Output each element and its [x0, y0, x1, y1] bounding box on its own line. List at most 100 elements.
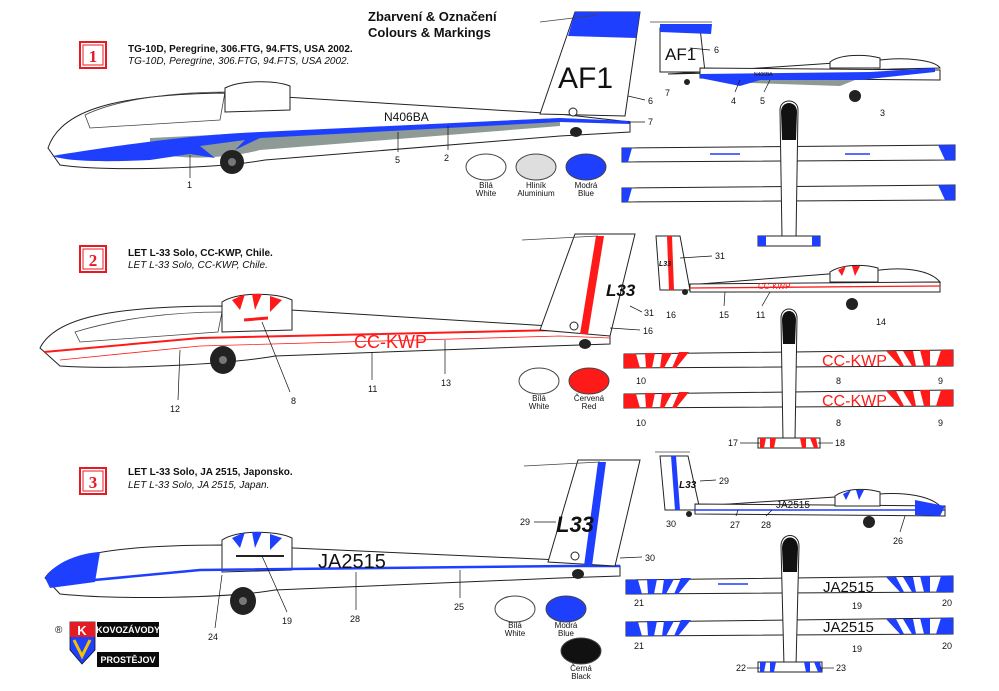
callout: 15 [719, 310, 729, 320]
scheme-number: 3 [89, 473, 98, 492]
fuselage-registration-small: CC-KWP [758, 282, 790, 291]
colour-swatches: Bílá White Červená Red [518, 367, 610, 411]
swatch-label-cz: Hliník [526, 181, 547, 190]
registered-mark: ® [55, 625, 63, 636]
glider-small-side-view: AF1 N406BA [650, 21, 941, 102]
callout: 25 [454, 602, 464, 612]
fuselage-registration: JA2515 [318, 551, 386, 573]
callout: 28 [350, 614, 360, 624]
scheme-number-badge: 3 [79, 467, 107, 495]
callout: 5 [395, 155, 400, 165]
callout: 22 [736, 663, 746, 673]
callout: 10 [636, 376, 646, 386]
swatch-label-cz: Bílá [508, 621, 522, 630]
title-czech: Zbarvení & Označení [368, 9, 497, 24]
colour-swatches: Bílá White Hliník Aluminium Modrá Blue [465, 153, 607, 198]
callout: 8 [836, 376, 841, 386]
callout: 13 [441, 378, 451, 388]
glider-side-view: AF1 N406BA [47, 11, 641, 174]
callout: 3 [880, 108, 885, 118]
fuselage-registration: CC-KWP [354, 332, 427, 352]
swatch-label-en: Red [582, 402, 597, 411]
callout: 9 [938, 418, 943, 428]
callout: 8 [836, 418, 841, 428]
fuselage-registration-small: JA2515 [776, 500, 810, 511]
swatch-label-cz: Bílá [532, 394, 546, 403]
swatch-label-en: White [529, 402, 550, 411]
glider-small-side-view: L33 JA2515 [655, 451, 946, 528]
callout: 31 [644, 308, 654, 318]
callout: 16 [666, 310, 676, 320]
callout: 14 [876, 317, 886, 327]
callout: 11 [756, 310, 765, 320]
swatch-label-cz: Černá [570, 664, 592, 673]
scheme-number: 1 [89, 47, 98, 66]
scheme-2: 2 LET L-33 Solo, CC-KWP, Chile. LET L-33… [39, 233, 954, 449]
callout: 2 [444, 153, 449, 163]
callout: 12 [170, 404, 180, 414]
glider-side-view: L33 JA2515 [44, 459, 641, 615]
callout: 9 [938, 376, 943, 386]
callout: 10 [636, 418, 646, 428]
wing-registration: JA2515 [823, 619, 874, 636]
fuselage-registration-small: N406BA [754, 72, 773, 78]
tail-code: AF1 [558, 62, 613, 95]
scheme-3: 3 LET L-33 Solo, JA 2515, Japonsko. LET … [44, 451, 954, 681]
callout: 17 [728, 438, 738, 448]
callout: 18 [835, 438, 845, 448]
wing-registration: CC-KWP [822, 393, 887, 410]
blue-stripe [52, 118, 630, 162]
tail-wheel [570, 127, 582, 137]
swatch-label-cz: Červená [574, 394, 605, 403]
scheme-number-badge: 2 [79, 245, 107, 273]
scheme-subtitle: LET L-33 Solo, JA 2515, Japan. [128, 480, 269, 491]
callout: 21 [634, 641, 644, 651]
swatch-label-en: Blue [578, 189, 595, 198]
tail-code-small: L33 [659, 261, 671, 268]
callout: 8 [291, 396, 296, 406]
tail-code-small: L33 [679, 480, 697, 491]
scheme-title: TG-10D, Peregrine, 306.FTG, 94.FTS, USA … [128, 44, 353, 55]
swatch-label-cz: Modrá [555, 621, 578, 630]
callout: 23 [836, 663, 846, 673]
callout: 30 [666, 519, 676, 529]
glider-plan-view: JA2515 JA2515 [625, 535, 954, 673]
callout: 24 [208, 632, 218, 642]
callout: 4 [731, 96, 736, 106]
grey-panel [150, 118, 560, 158]
swatch-label-en: Blue [558, 629, 575, 638]
swatch-label-cz: Bílá [479, 181, 493, 190]
scheme-title: LET L-33 Solo, JA 2515, Japonsko. [128, 467, 293, 478]
swatch-label-cz: Modrá [575, 181, 598, 190]
scheme-subtitle: TG-10D, Peregrine, 306.FTG, 94.FTS, USA … [128, 56, 349, 67]
swatch-label-en: White [476, 189, 497, 198]
callout: 19 [852, 601, 862, 611]
swatch-label-en: White [505, 629, 526, 638]
logo-letter: K [77, 623, 87, 638]
callout: 27 [730, 520, 740, 530]
logo-line2: PROSTĚJOV [100, 654, 155, 665]
callout: 19 [282, 616, 292, 626]
callout: 20 [942, 641, 952, 651]
scheme-number: 2 [89, 251, 98, 270]
glider-side-view: L33 CC-KWP [39, 233, 636, 374]
callout: 29 [719, 476, 729, 486]
callout: 7 [648, 117, 653, 127]
fuselage-registration: N406BA [384, 110, 429, 124]
callout: 26 [893, 536, 903, 546]
title-english: Colours & Markings [368, 25, 491, 40]
callout: 21 [634, 598, 644, 608]
blue-tail-tip [568, 12, 640, 38]
colour-swatches: Bílá White Modrá Blue Černá Black [494, 595, 602, 681]
swatch-label-en: Black [571, 672, 592, 681]
wing-registration: JA2515 [823, 579, 874, 596]
scheme-1: 1 TG-10D, Peregrine, 306.FTG, 94.FTS, US… [47, 11, 956, 247]
tail-code: L33 [556, 512, 594, 537]
scheme-title: LET L-33 Solo, CC-KWP, Chile. [128, 248, 273, 259]
callout: 29 [520, 517, 530, 527]
callout: 6 [648, 96, 653, 106]
callout: 30 [645, 553, 655, 563]
tail-code: L33 [606, 281, 636, 300]
glider-plan-view [621, 100, 956, 247]
